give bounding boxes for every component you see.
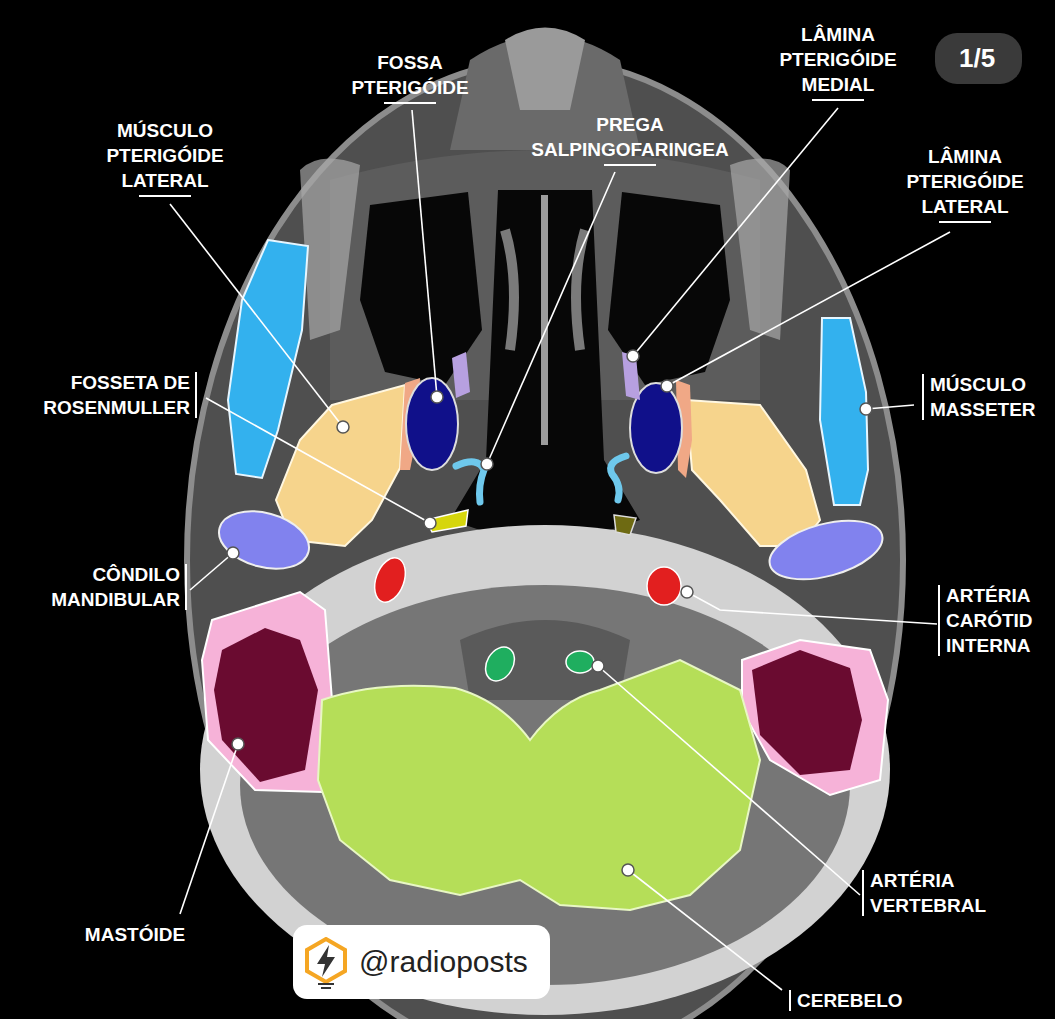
structure-label: FOSSETA DE ROSENMULLER xyxy=(30,370,190,420)
structure-label: LÂMINA PTERIGÓIDE MEDIAL xyxy=(779,22,896,97)
label-mark xyxy=(185,564,187,610)
structure-label: PREGA SALPINGOFARINGEA xyxy=(531,112,728,162)
label-mark xyxy=(922,374,924,420)
leader-lines xyxy=(170,108,950,990)
page-number: 1/5 xyxy=(959,43,998,74)
structure-label: MÚSCULO MASSETER xyxy=(930,372,1036,422)
label-mark xyxy=(604,164,656,166)
label-mark xyxy=(938,585,940,656)
label-mark xyxy=(939,221,991,223)
label-mark xyxy=(789,990,791,1011)
structure-label: MÚSCULO PTERIGÓIDE LATERAL xyxy=(106,118,223,193)
leader-dots xyxy=(227,350,872,876)
label-mark xyxy=(812,99,864,101)
structure-label: FOSSA PTERIGÓIDE xyxy=(351,50,468,100)
label-mark xyxy=(195,372,197,418)
label-mark xyxy=(139,195,191,197)
structure-label: CEREBELO xyxy=(797,988,903,1013)
label-mark xyxy=(384,102,436,104)
structure-label: LÂMINA PTERIGÓIDE LATERAL xyxy=(906,144,1023,219)
page-badge: 1/5 xyxy=(935,33,1022,84)
structure-label: MASTÓIDE xyxy=(85,922,185,947)
label-mark xyxy=(862,870,864,916)
structure-label: CÔNDILO MANDIBULAR xyxy=(51,562,180,612)
structure-label: ARTÉRIA CARÓTID INTERNA xyxy=(946,583,1033,658)
logo-icon xyxy=(303,937,349,989)
watermark-text: @radioposts xyxy=(359,945,530,979)
structure-label: ARTÉRIA VERTEBRAL xyxy=(870,868,986,918)
